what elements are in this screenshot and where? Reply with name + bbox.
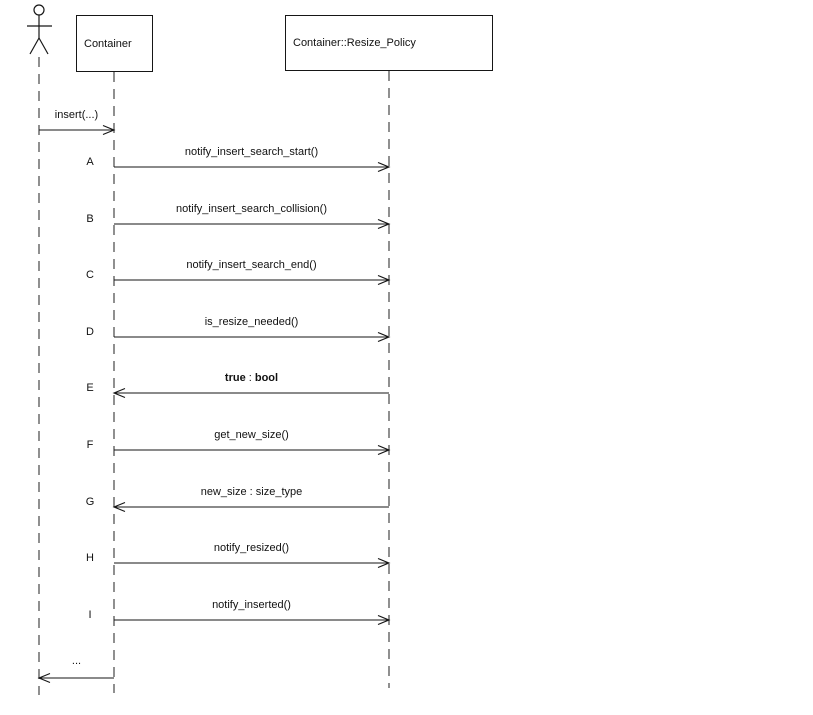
message-label-e: true : bool (114, 372, 389, 385)
message-arrow-return (37, 672, 114, 684)
message-arrow-a (114, 161, 391, 173)
message-arrow-insert (39, 124, 116, 136)
actor-icon (27, 4, 52, 55)
message-e-value: true (224, 372, 246, 384)
message-arrow-g (112, 501, 389, 513)
message-label-g: new_size : size_type (200, 486, 303, 498)
message-label-i: notify_inserted() (212, 599, 291, 611)
message-arrow-b (114, 218, 391, 230)
message-id-i: I (88, 609, 92, 621)
message-label-return: ... (71, 655, 82, 667)
message-id-f: F (86, 439, 94, 451)
message-label-h: notify_resized() (213, 542, 290, 554)
message-label-d: is_resize_needed() (204, 316, 299, 328)
object-label-resize-policy: Container::Resize_Policy (293, 37, 416, 49)
object-box-container: Container (76, 15, 153, 72)
message-id-e: E (86, 382, 94, 394)
message-label-a: notify_insert_search_start() (184, 146, 319, 158)
message-id-a: A (86, 156, 94, 168)
message-id-b: B (86, 213, 94, 225)
message-label-c: notify_insert_search_end() (186, 259, 317, 271)
message-id-d: D (86, 326, 94, 338)
message-label-b: notify_insert_search_collision() (175, 203, 327, 215)
message-arrow-f (114, 444, 391, 456)
message-arrow-i (114, 614, 391, 626)
message-id-h: H (86, 552, 94, 564)
message-arrow-h (114, 557, 391, 569)
message-id-c: C (86, 269, 94, 281)
message-id-g: G (85, 496, 95, 508)
object-box-resize-policy: Container::Resize_Policy (285, 15, 493, 71)
message-arrow-e (112, 387, 389, 399)
message-arrow-c (114, 274, 391, 286)
message-e-separator: : (245, 372, 255, 384)
message-arrow-d (114, 331, 391, 343)
message-label-insert: insert(...) (54, 109, 99, 121)
message-label-f: get_new_size() (214, 429, 289, 441)
object-label-container: Container (84, 37, 132, 50)
message-e-type: bool (254, 372, 279, 384)
